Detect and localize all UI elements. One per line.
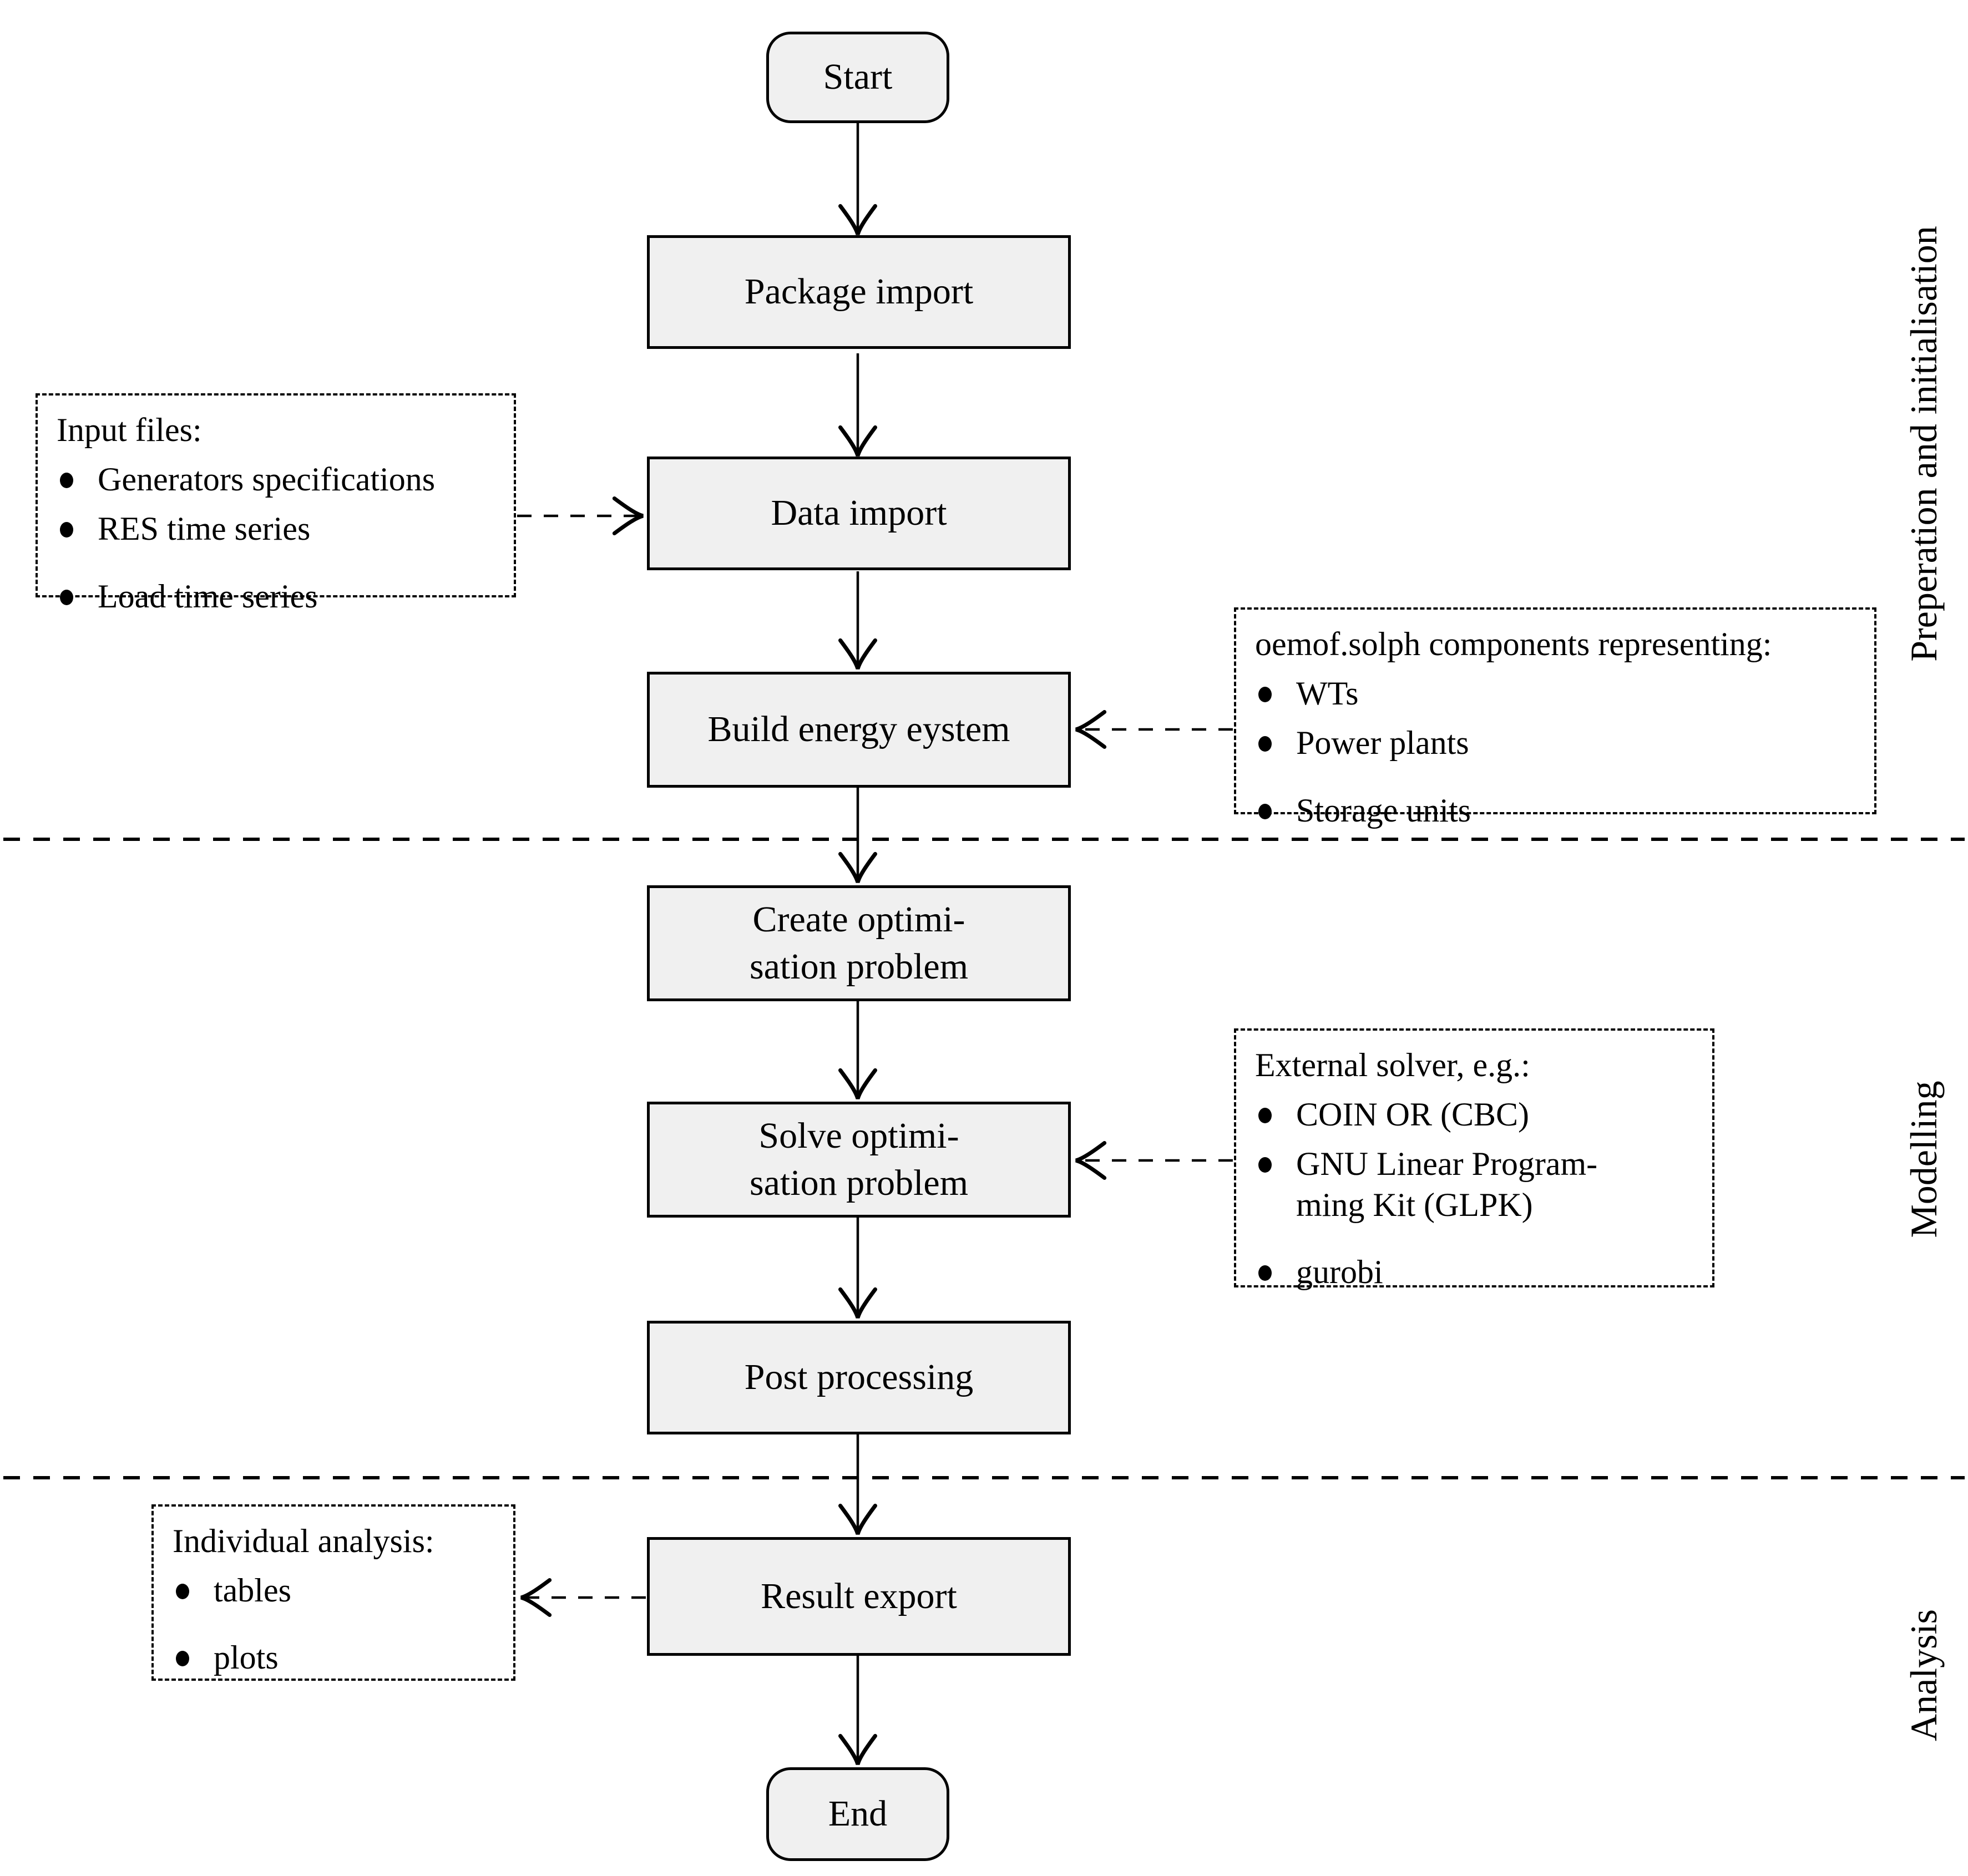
node-build-energy-system: Build energy eystem: [647, 672, 1071, 788]
section-label-preparation: Preperation and initialisation: [1903, 226, 1945, 662]
node-post-processing: Post processing: [647, 1321, 1071, 1434]
node-data-import: Data import: [647, 457, 1071, 570]
note-input-files-list: Generators specifications RES time serie…: [57, 459, 495, 617]
list-item: tables: [173, 1570, 494, 1611]
list-item: Load time series: [57, 576, 495, 617]
note-individual-analysis: Individual analysis: tables plots: [151, 1504, 515, 1681]
note-input-files-title: Input files:: [57, 412, 202, 448]
node-solve-optimisation-problem: Solve optimi- sation problem: [647, 1102, 1071, 1218]
note-individual-analysis-list: tables plots: [173, 1570, 494, 1678]
list-item: GNU Linear Program- ming Kit (GLPK): [1255, 1144, 1693, 1225]
list-item: Power plants: [1255, 723, 1855, 763]
note-external-solver: External solver, e.g.: COIN OR (CBC) GNU…: [1234, 1028, 1714, 1290]
note-external-solver-list: COIN OR (CBC) GNU Linear Program- ming K…: [1255, 1094, 1693, 1292]
node-package-import: Package import: [647, 235, 1071, 349]
list-item: gurobi: [1255, 1252, 1693, 1292]
node-end: End: [766, 1767, 949, 1861]
node-create-optimisation-problem: Create optimi- sation problem: [647, 885, 1071, 1001]
note-oemof-components-title: oemof.solph components representing:: [1255, 626, 1772, 662]
list-item: RES time series: [57, 509, 495, 549]
list-item: Storage units: [1255, 790, 1855, 831]
section-label-modelling: Modelling: [1903, 1081, 1945, 1238]
note-oemof-components-list: WTs Power plants Storage units: [1255, 673, 1855, 831]
note-external-solver-title: External solver, e.g.:: [1255, 1047, 1530, 1083]
node-result-export: Result export: [647, 1537, 1071, 1656]
note-oemof-components: oemof.solph components representing: WTs…: [1234, 607, 1876, 829]
list-item: WTs: [1255, 673, 1855, 714]
note-input-files: Input files: Generators specifications R…: [36, 393, 516, 615]
list-item: COIN OR (CBC): [1255, 1094, 1693, 1135]
note-individual-analysis-title: Individual analysis:: [173, 1523, 434, 1559]
list-item: plots: [173, 1637, 494, 1678]
section-label-analysis: Analysis: [1903, 1609, 1945, 1741]
node-start: Start: [766, 32, 949, 123]
list-item: Generators specifications: [57, 459, 495, 500]
